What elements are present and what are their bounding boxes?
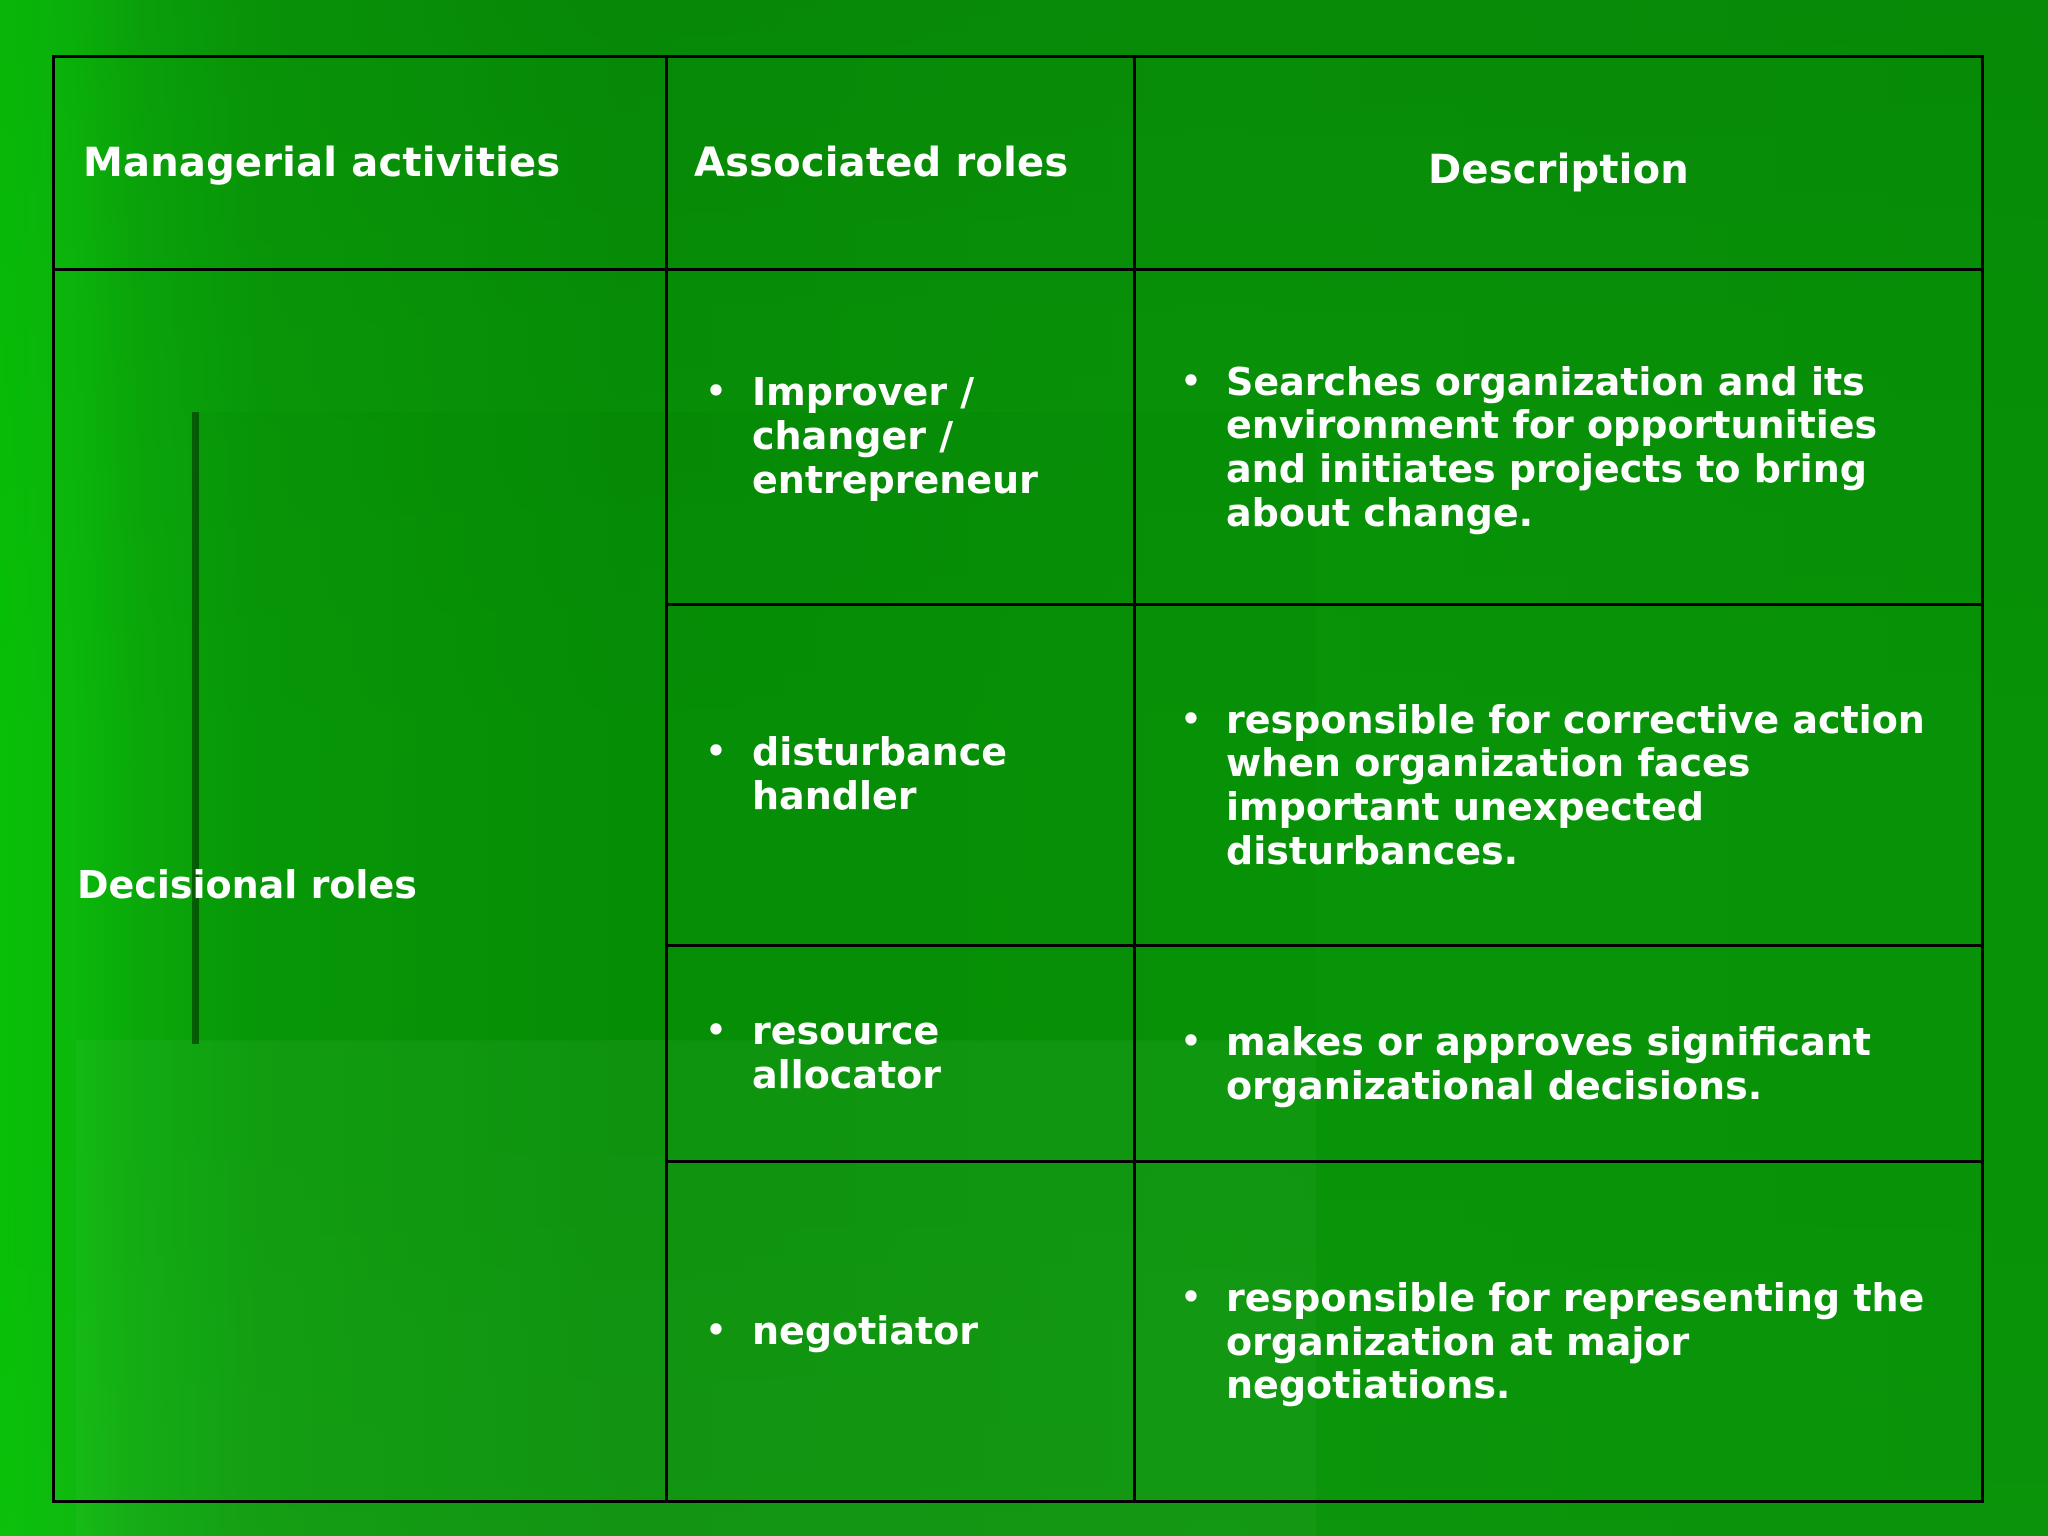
cell-role-2: • disturbance handler — [665, 603, 1136, 947]
table-header-row: Managerial activities Associated roles D… — [52, 55, 1984, 271]
bullet-icon: • — [705, 1010, 727, 1049]
bullet-icon: • — [1180, 361, 1202, 400]
role-bullet-3: • resource allocator — [668, 1008, 1133, 1097]
role-bullet-1: • Improver / changer / entrepreneur — [668, 371, 1133, 502]
description-text-2: responsible for corrective action when o… — [1226, 697, 1925, 873]
table-row: • disturbance handler • responsible for … — [54, 603, 1984, 947]
header-label-associated-roles: Associated roles — [694, 140, 1069, 186]
bullet-icon: • — [1180, 1021, 1202, 1060]
header-cell-managerial-activities: Managerial activities — [52, 55, 668, 271]
role-label-2: disturbance handler — [752, 730, 1007, 818]
header-label-description: Description — [1428, 147, 1689, 193]
role-bullet-2: • disturbance handler — [668, 730, 1133, 818]
cell-role-4: • negotiator — [665, 1160, 1136, 1503]
bullet-icon: • — [1180, 1277, 1202, 1316]
description-text-4: responsible for representing the organiz… — [1226, 1275, 1925, 1408]
description-bullet-3: • makes or approves significant organiza… — [1136, 999, 1981, 1108]
bullet-icon: • — [705, 1310, 727, 1349]
description-text-3: makes or approves significant organizati… — [1226, 1019, 1871, 1108]
description-bullet-4: • responsible for representing the organ… — [1136, 1255, 1981, 1408]
group-label-decisional-roles: Decisional roles — [77, 862, 417, 907]
cell-decisional-roles-group: Decisional roles — [52, 268, 668, 1503]
header-cell-associated-roles: Associated roles — [665, 55, 1136, 271]
header-label-managerial-activities: Managerial activities — [83, 140, 561, 186]
bullet-icon: • — [705, 732, 727, 771]
cell-description-1: • Searches organization and its environm… — [1133, 268, 1984, 606]
cell-description-3: • makes or approves significant organiza… — [1133, 944, 1984, 1163]
role-label-4: negotiator — [752, 1308, 978, 1353]
cell-description-4: • responsible for representing the organ… — [1133, 1160, 1984, 1503]
bullet-icon: • — [1180, 699, 1202, 738]
managerial-roles-table: Managerial activities Associated roles D… — [52, 55, 1984, 1503]
header-cell-description: Description — [1133, 55, 1984, 271]
bullet-icon: • — [705, 372, 727, 411]
role-label-3: resource allocator — [752, 1008, 941, 1097]
role-bullet-4: • negotiator — [668, 1308, 1133, 1354]
table-row: Decisional roles • Improver / changer / … — [52, 268, 1984, 1503]
description-text-1: Searches organization and its environmen… — [1226, 359, 1878, 535]
cell-description-2: • responsible for corrective action when… — [1133, 603, 1984, 947]
cell-role-3: • resource allocator — [665, 944, 1136, 1163]
cell-role-1: • Improver / changer / entrepreneur — [665, 268, 1136, 606]
role-label-1: Improver / changer / entrepreneur — [752, 370, 1038, 502]
description-bullet-1: • Searches organization and its environm… — [1136, 339, 1981, 536]
description-bullet-2: • responsible for corrective action when… — [1136, 677, 1981, 874]
table-row: • resource allocator • makes or approves… — [54, 944, 1984, 1163]
table-row: • negotiator • responsible for represent… — [54, 1160, 1984, 1503]
